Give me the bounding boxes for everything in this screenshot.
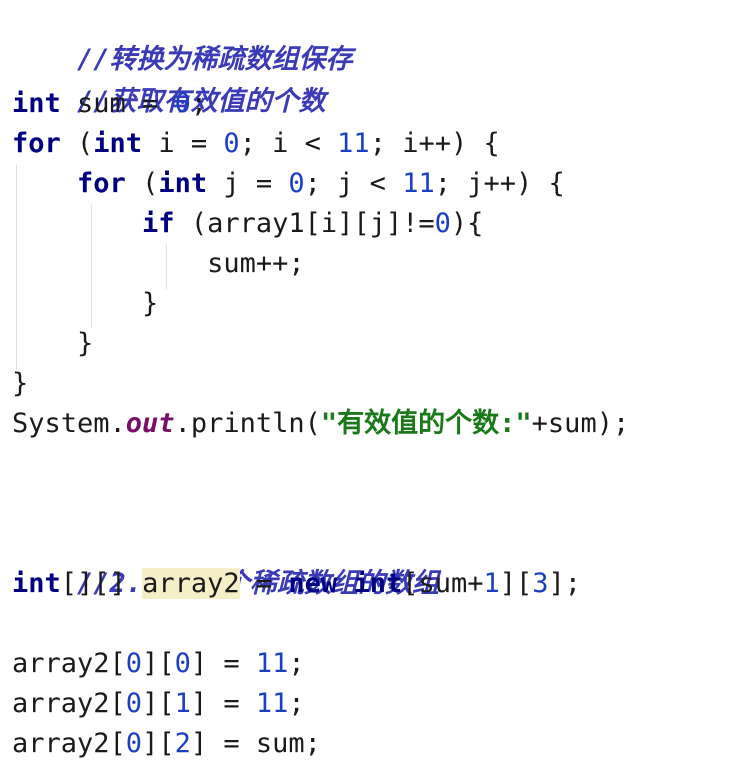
code-text: ; i++) { xyxy=(369,128,500,159)
code-text: i = xyxy=(142,128,224,159)
number-literal: 11 xyxy=(255,688,289,719)
highlighted-variable[interactable]: array2 xyxy=(142,568,240,599)
comment: //获取有效值的个数 xyxy=(77,86,326,117)
number-literal: 2 xyxy=(174,728,191,759)
indent-guide xyxy=(16,164,17,370)
indent xyxy=(12,168,77,199)
code-text: ][ xyxy=(142,728,175,759)
code-text: .println( xyxy=(174,408,321,439)
code-text: ] = sum; xyxy=(190,728,321,759)
number-literal: 11 xyxy=(402,168,435,199)
code-line-16: array2[0][2] = sum; xyxy=(12,724,321,764)
code-line-11: System.out.println("有效值的个数:"+sum); xyxy=(12,404,629,444)
number-literal: 0 xyxy=(125,688,143,719)
code-text: +sum); xyxy=(531,408,630,439)
code-text: array2[ xyxy=(12,688,126,719)
comment: //转换为稀疏数组保存 xyxy=(77,44,353,75)
code-text: } xyxy=(12,288,159,319)
code-line-1: //转换为稀疏数组保存 xyxy=(12,0,353,75)
number-literal: 0 xyxy=(174,88,191,119)
indent xyxy=(12,208,142,239)
number-literal: 11 xyxy=(255,648,289,679)
code-text: sum = xyxy=(60,88,175,119)
number-literal: 0 xyxy=(174,648,191,679)
code-text: ; j < xyxy=(304,168,403,199)
number-literal: 0 xyxy=(434,208,451,239)
code-text: ; xyxy=(190,88,208,119)
code-text: ){ xyxy=(450,208,484,239)
keyword: new xyxy=(288,568,338,599)
string-literal: "有效值的个数:" xyxy=(320,408,532,439)
code-text: array2[ xyxy=(12,648,126,679)
code-text: ( xyxy=(60,128,94,159)
code-line-9: } xyxy=(12,324,93,364)
indent-guide xyxy=(166,244,167,290)
code-text: ; j++) { xyxy=(434,168,565,199)
code-line-10: } xyxy=(12,364,28,404)
code-text: = xyxy=(239,568,289,599)
code-text: ; xyxy=(288,648,305,679)
number-literal: 3 xyxy=(532,568,549,599)
number-literal: 0 xyxy=(288,168,305,199)
keyword: int xyxy=(93,128,143,159)
keyword: for xyxy=(77,168,126,199)
code-text xyxy=(337,568,353,599)
code-text: ] = xyxy=(190,648,256,679)
number-literal: 11 xyxy=(337,128,370,159)
code-text: ]; xyxy=(548,568,582,599)
code-text: ] = xyxy=(190,688,256,719)
code-line-4: for (int i = 0; i < 11; i++) { xyxy=(12,124,500,164)
code-text: } xyxy=(12,328,94,359)
code-line-7: sum++; xyxy=(12,244,305,284)
comment: //2.创建一个稀疏数组的数组 xyxy=(77,568,440,599)
number-literal: 1 xyxy=(174,688,191,719)
number-literal: 0 xyxy=(125,648,143,679)
keyword: int xyxy=(12,88,61,119)
code-text: ( xyxy=(125,168,159,199)
static-field: out xyxy=(125,408,175,439)
code-line-15: array2[0][1] = 11; xyxy=(12,684,305,724)
code-line-14: array2[0][0] = 11; xyxy=(12,644,305,684)
code-text: sum++; xyxy=(12,248,305,279)
code-text: [sum+ xyxy=(402,568,484,599)
code-text: ][ xyxy=(499,568,533,599)
code-line-3: int sum = 0; xyxy=(12,84,207,124)
code-text: } xyxy=(12,368,29,399)
code-text: [][] xyxy=(60,568,143,599)
keyword: int xyxy=(353,568,403,599)
code-text: ][ xyxy=(142,688,175,719)
keyword: if xyxy=(142,208,175,239)
keyword: int xyxy=(12,568,61,599)
code-line-5: for (int j = 0; j < 11; j++) { xyxy=(12,164,565,204)
code-line-12: //2.创建一个稀疏数组的数组 xyxy=(12,524,439,599)
indent-guide xyxy=(91,204,92,328)
code-line-2: //获取有效值的个数 xyxy=(12,42,326,117)
keyword: int xyxy=(158,168,208,199)
code-text: (array1[i][j]!= xyxy=(174,208,435,239)
code-line-13: int[][] array2 = new int[sum+1][3]; xyxy=(12,564,581,604)
code-line-8: } xyxy=(12,284,158,324)
keyword: for xyxy=(12,128,61,159)
code-text: ; i < xyxy=(239,128,338,159)
code-text: ; xyxy=(288,688,305,719)
number-literal: 1 xyxy=(483,568,500,599)
code-line-6: if (array1[i][j]!=0){ xyxy=(12,204,483,244)
code-text: array2[ xyxy=(12,728,126,759)
number-literal: 0 xyxy=(125,728,143,759)
code-text: ][ xyxy=(142,648,175,679)
code-text: System. xyxy=(12,408,126,439)
code-text: j = xyxy=(207,168,289,199)
number-literal: 0 xyxy=(223,128,240,159)
